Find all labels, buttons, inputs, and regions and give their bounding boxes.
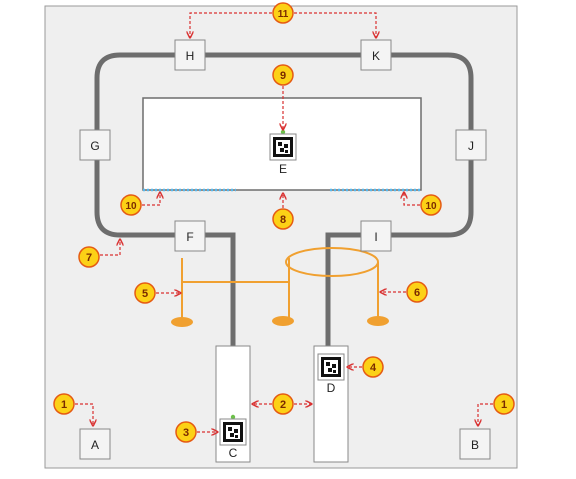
fixture-left-base-2	[272, 316, 294, 326]
marker-2: 2	[272, 393, 294, 415]
arrow-11-to-H	[190, 12, 272, 37]
svg-text:H: H	[186, 49, 195, 63]
label-D: D	[327, 381, 336, 395]
fiducial-tag-D	[317, 353, 345, 381]
svg-text:1: 1	[61, 399, 67, 411]
marker-3: 3	[175, 421, 197, 443]
marker-4: 4	[362, 356, 384, 378]
svg-text:I: I	[374, 230, 377, 244]
arrow-10-right	[404, 193, 420, 206]
svg-text:4: 4	[370, 362, 377, 374]
marker-1-left: 1	[53, 393, 75, 415]
svg-text:9: 9	[280, 70, 286, 82]
node-G: G	[79, 129, 111, 161]
label-E: E	[279, 162, 287, 176]
marker-10-left: 10	[120, 194, 142, 216]
arrow-10-left	[142, 193, 160, 206]
fixture-left-base-1	[171, 317, 193, 327]
node-I: I	[360, 220, 392, 252]
fixture-right-base	[367, 316, 389, 326]
marker-10-right: 10	[420, 194, 442, 216]
marker-11: 11	[272, 2, 294, 24]
svg-text:3: 3	[183, 427, 189, 439]
svg-text:8: 8	[280, 214, 286, 226]
track-loop	[94, 52, 474, 238]
fixture-left	[181, 258, 290, 320]
marker-9: 9	[272, 64, 294, 86]
svg-text:2: 2	[280, 399, 286, 411]
marker-6: 6	[406, 281, 428, 303]
svg-text:K: K	[372, 49, 380, 63]
node-K: K	[360, 39, 392, 71]
svg-text:11: 11	[278, 9, 289, 20]
svg-text:1: 1	[501, 399, 507, 411]
arrow-1-to-B	[478, 403, 493, 425]
svg-text:A: A	[91, 438, 99, 452]
svg-text:6: 6	[414, 287, 420, 299]
svg-text:B: B	[471, 438, 479, 452]
fixture-right	[285, 247, 379, 320]
svg-text:10: 10	[425, 201, 437, 212]
svg-text:10: 10	[125, 201, 137, 212]
marker-7: 7	[78, 246, 100, 268]
node-A: A	[79, 428, 111, 460]
arrow-7-to-track	[100, 240, 120, 256]
fiducial-tag-C	[219, 414, 247, 446]
label-C: C	[229, 446, 238, 460]
svg-text:7: 7	[86, 252, 92, 264]
svg-text:5: 5	[142, 288, 148, 300]
svg-text:J: J	[468, 139, 474, 153]
marker-1-right: 1	[493, 393, 515, 415]
arrow-1-to-A	[75, 403, 93, 425]
fiducial-tag-E	[269, 129, 297, 161]
node-F: F	[174, 220, 206, 252]
marker-5: 5	[134, 282, 156, 304]
node-H: H	[174, 39, 206, 71]
svg-text:F: F	[186, 230, 193, 244]
marker-8: 8	[272, 208, 294, 230]
track-branch-right	[325, 232, 376, 354]
svg-text:G: G	[90, 139, 99, 153]
node-J: J	[455, 129, 487, 161]
node-B: B	[459, 428, 491, 460]
arrow-11-to-K	[294, 12, 376, 37]
